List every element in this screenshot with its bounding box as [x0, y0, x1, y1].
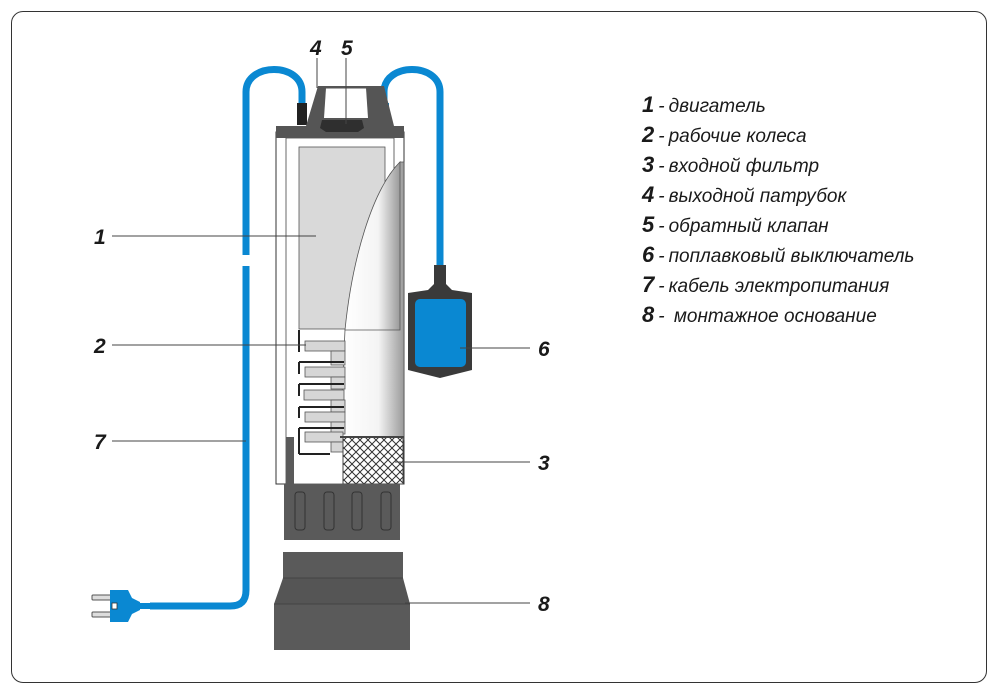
- legend-label: поплавковый выключатель: [668, 246, 915, 267]
- legend-label: монтажное основание: [668, 306, 877, 327]
- legend-label: выходной патрубок: [668, 186, 847, 207]
- check-valve: [320, 120, 364, 132]
- legend-item: 1-двигатель: [642, 92, 766, 117]
- legend-item: 7-кабель электропитания: [642, 272, 890, 297]
- callout-8: 8: [538, 593, 550, 616]
- legend-label: обратный клапан: [668, 216, 829, 237]
- pump-intake-base: [284, 484, 400, 540]
- legend-item: 4-выходной патрубок: [642, 182, 847, 207]
- callout-2: 2: [93, 335, 106, 358]
- legend-label: входной фильтр: [668, 156, 820, 177]
- impellers: [298, 330, 346, 455]
- inlet-filter: [342, 436, 404, 485]
- callout-7: 7: [94, 431, 107, 454]
- callout-5: 5: [341, 37, 353, 60]
- legend-label: двигатель: [668, 96, 766, 117]
- mounting-base: [274, 552, 410, 650]
- legend-item: 8- монтажное основание: [642, 302, 877, 327]
- power-cable: [150, 66, 307, 610]
- legend-label: кабель электропитания: [668, 276, 890, 297]
- leader-lines: [112, 58, 530, 604]
- callout-1: 1: [94, 226, 106, 249]
- callout-4: 4: [309, 37, 322, 60]
- callout-3: 3: [538, 452, 550, 475]
- float-switch: [408, 265, 472, 378]
- legend-label: рабочие колеса: [668, 126, 807, 147]
- legend-item: 3-входной фильтр: [642, 152, 820, 177]
- legend-item: 2-рабочие колеса: [642, 122, 807, 147]
- legend-item: 6-поплавковый выключатель: [642, 242, 915, 267]
- callout-6: 6: [538, 338, 550, 361]
- legend-item: 5-обратный клапан: [642, 212, 829, 237]
- legend: 1-двигатель 2-рабочие колеса 3-входной ф…: [642, 90, 914, 330]
- power-plug-icon: [91, 590, 152, 622]
- diagram-frame: [11, 11, 987, 683]
